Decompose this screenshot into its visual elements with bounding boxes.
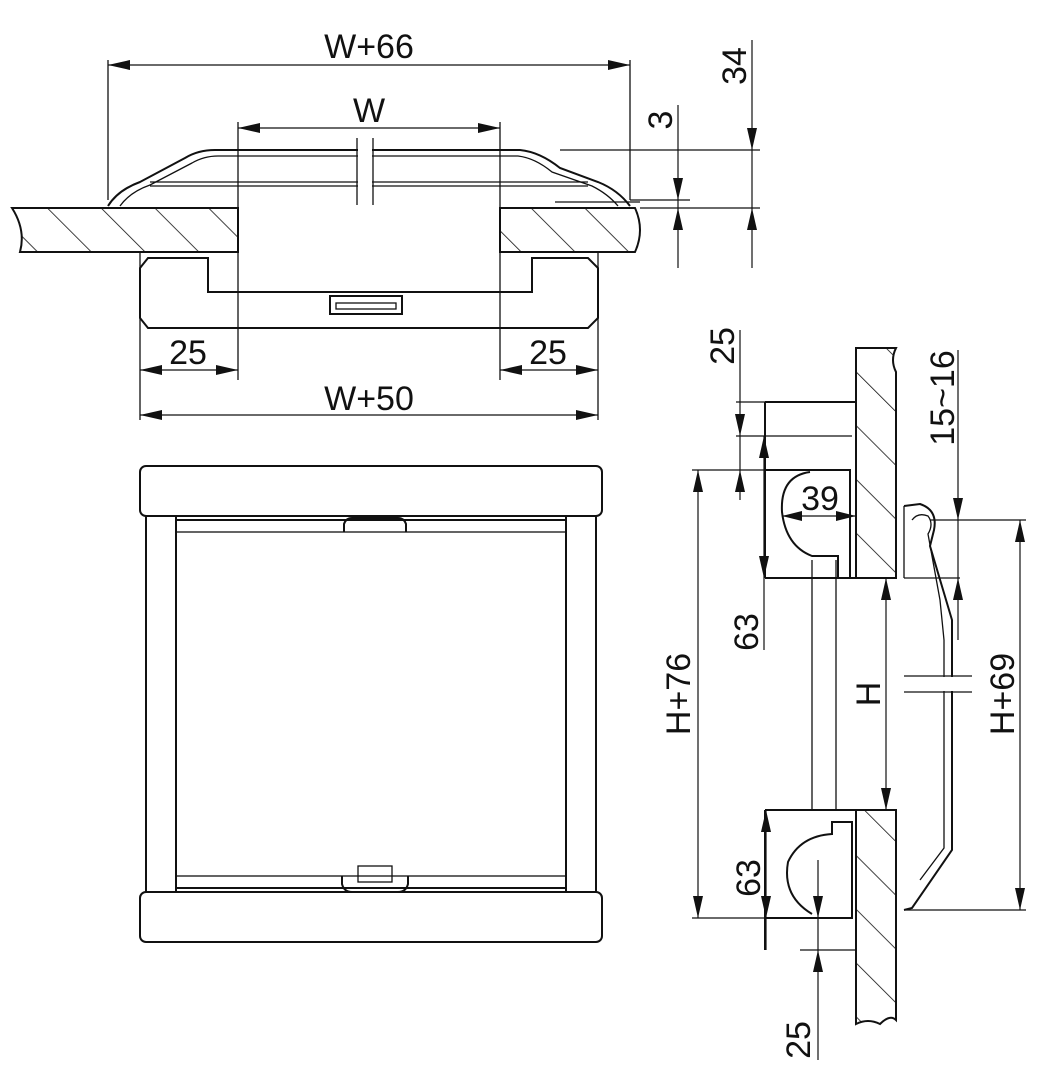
- dim-label-25-right: 25: [529, 334, 567, 372]
- front-view: [139, 465, 603, 943]
- dim-label-63-top: 63: [728, 613, 766, 651]
- screen-panel: [175, 519, 567, 889]
- dim-label-h: H: [850, 682, 888, 707]
- cassette-frame: [139, 257, 599, 329]
- bottom-profile: [764, 809, 856, 950]
- dim-label-63-bottom: 63: [730, 859, 768, 897]
- dim-label-25-left: 25: [169, 334, 207, 372]
- dim-label-39: 39: [801, 480, 839, 518]
- top-handle: [343, 517, 407, 532]
- dim-label-w66: W+66: [324, 28, 414, 66]
- wall-section-bottom: [855, 809, 897, 1026]
- dim-label-3: 3: [642, 111, 680, 130]
- dim-label-w: W: [353, 92, 385, 130]
- dim-label-25-top: 25: [704, 327, 742, 365]
- left-guide-rail: [145, 515, 177, 893]
- side-section-view: 25 15~16 39 63 H+76 H: [660, 327, 1026, 1060]
- dim-label-w50: W+50: [324, 380, 414, 418]
- bottom-handle: [341, 876, 409, 893]
- wall-section-left: [10, 207, 239, 253]
- top-view: W+66 W 34 3 25 25 W+50: [10, 28, 760, 420]
- side-flange: [903, 502, 953, 911]
- dim-label-h69: H+69: [984, 653, 1022, 735]
- pull-handle: [329, 295, 403, 315]
- bottom-rail: [139, 891, 603, 943]
- wall-section-top: [855, 347, 898, 579]
- wall-section-right: [499, 207, 641, 253]
- dim-label-h76: H+76: [660, 653, 698, 735]
- dim-label-15-16: 15~16: [924, 350, 962, 446]
- dim-label-34: 34: [716, 47, 754, 85]
- top-cassette: [139, 465, 603, 517]
- right-guide-rail: [565, 515, 597, 893]
- dim-label-25-bottom: 25: [780, 1021, 818, 1059]
